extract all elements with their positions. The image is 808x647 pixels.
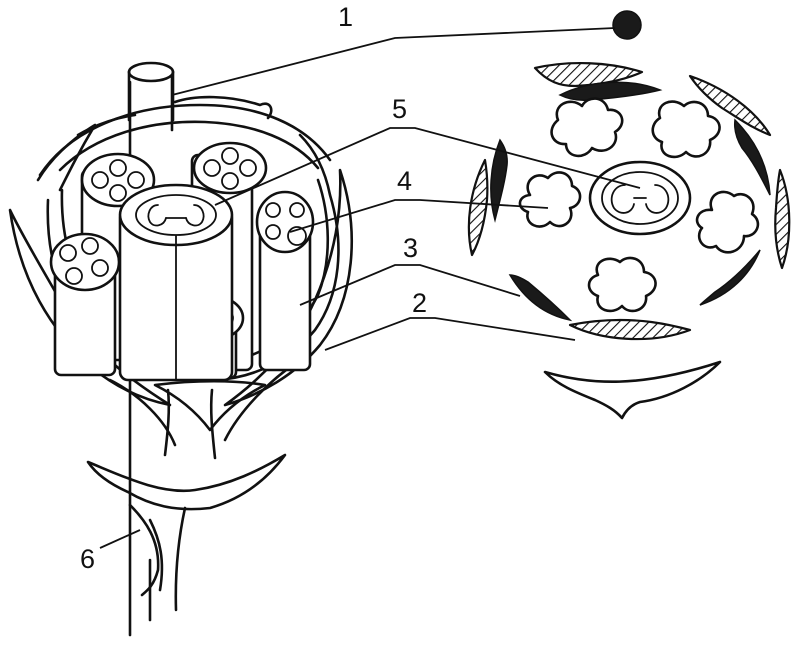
leader-5: [214, 127, 641, 206]
label-2: 2: [412, 288, 427, 318]
bract: [86, 453, 287, 612]
label-5: 5: [392, 94, 407, 124]
callout-labels: 1 2 3 4 5 6: [80, 2, 427, 574]
label-3: 3: [403, 233, 418, 263]
floral-diagram: [467, 10, 791, 420]
leader-lines: [99, 27, 641, 549]
leader-6: [99, 529, 141, 549]
leader-3: [299, 264, 521, 306]
diagram-sepals: [467, 62, 791, 341]
pedicel: [163, 388, 217, 460]
axis-dot: [612, 10, 642, 40]
leader-1: [171, 27, 616, 96]
label-4: 4: [397, 166, 412, 196]
diagram-petals: [490, 81, 771, 322]
diagram-pistil: [588, 160, 692, 236]
label-6: 6: [80, 544, 95, 574]
diagram-bract: [543, 360, 722, 420]
diagram-stamens: [518, 97, 760, 313]
pistil: [118, 183, 234, 382]
leader-2: [324, 317, 576, 351]
flower-drawing: [8, 61, 353, 637]
label-1: 1: [338, 2, 353, 32]
leader-4: [289, 199, 549, 233]
